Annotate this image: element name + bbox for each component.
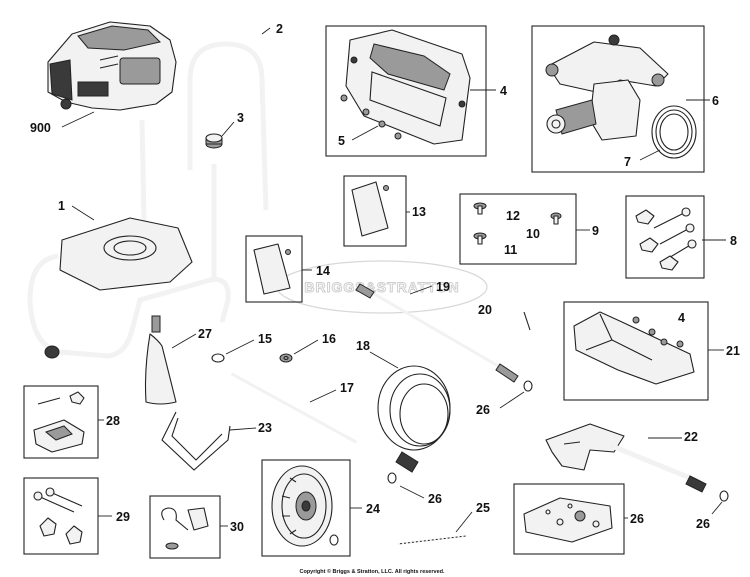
box-foot-28 bbox=[23, 385, 99, 459]
part-12-screw[interactable] bbox=[473, 202, 487, 215]
part-13-decal[interactable] bbox=[351, 181, 389, 237]
part-30-clip[interactable] bbox=[161, 507, 209, 550]
part-17-rod[interactable] bbox=[231, 372, 357, 444]
part-29-bolts-knobs[interactable] bbox=[33, 487, 83, 545]
callout-19[interactable]: 19 bbox=[436, 280, 450, 294]
part-6-pump[interactable] bbox=[545, 34, 669, 141]
part-19-lance[interactable] bbox=[355, 283, 519, 383]
box-oring-kit-26 bbox=[513, 483, 625, 555]
brand-watermark: BRIGGS&STRATTON bbox=[276, 260, 488, 314]
callout-6[interactable]: 6 bbox=[712, 94, 719, 108]
part-26-oring-gun[interactable] bbox=[719, 490, 729, 502]
callout-7[interactable]: 7 bbox=[624, 155, 631, 169]
callout-11[interactable]: 11 bbox=[504, 243, 517, 257]
part-900-engine[interactable] bbox=[47, 21, 177, 111]
box-bolts-29 bbox=[23, 477, 99, 555]
callout-30[interactable]: 30 bbox=[230, 520, 244, 534]
box-decal-14 bbox=[245, 235, 303, 303]
callout-29[interactable]: 29 bbox=[116, 510, 130, 524]
part-4-screws[interactable] bbox=[632, 316, 684, 348]
part-23-bracket[interactable] bbox=[161, 411, 231, 471]
callout-22[interactable]: 22 bbox=[684, 430, 698, 444]
part-5-screws[interactable] bbox=[340, 94, 402, 140]
part-10-screw[interactable] bbox=[550, 212, 562, 225]
callout-26-lance[interactable]: 26 bbox=[476, 403, 490, 417]
callout-23[interactable]: 23 bbox=[258, 421, 272, 435]
part-15-washer[interactable] bbox=[211, 353, 225, 363]
part-26-oring-lance[interactable] bbox=[523, 380, 533, 392]
box-guard-21 bbox=[563, 301, 709, 401]
box-clip-30 bbox=[149, 495, 221, 559]
part-21-guard[interactable] bbox=[573, 311, 695, 385]
callout-26-gun[interactable]: 26 bbox=[696, 517, 710, 531]
callout-16[interactable]: 16 bbox=[322, 332, 336, 346]
callout-28[interactable]: 28 bbox=[106, 414, 120, 428]
callout-14[interactable]: 14 bbox=[316, 264, 330, 278]
part-20-pin[interactable] bbox=[523, 311, 531, 331]
box-bolts-8 bbox=[625, 195, 705, 279]
part-7-hose-coil[interactable] bbox=[651, 105, 697, 159]
part-24-wheel[interactable] bbox=[271, 465, 339, 547]
part-18-hose[interactable] bbox=[377, 365, 451, 473]
part-3-cap[interactable] bbox=[205, 133, 223, 149]
callout-5[interactable]: 5 bbox=[338, 134, 345, 148]
part-26-oring-kit[interactable] bbox=[523, 497, 613, 543]
callout-21[interactable]: 21 bbox=[726, 344, 740, 358]
callout-24[interactable]: 24 bbox=[366, 502, 380, 516]
box-fasteners-9 bbox=[459, 193, 577, 265]
part-27-nozzle[interactable] bbox=[144, 315, 177, 405]
callout-900[interactable]: 900 bbox=[30, 121, 51, 135]
part-11-screw[interactable] bbox=[473, 232, 487, 245]
part-28-foot[interactable] bbox=[33, 391, 85, 453]
part-26-oring-hose[interactable] bbox=[387, 472, 397, 484]
box-control-panel bbox=[325, 25, 487, 157]
part-2-handle[interactable] bbox=[187, 41, 269, 211]
callout-2[interactable]: 2 bbox=[276, 22, 283, 36]
callout-4-top[interactable]: 4 bbox=[500, 84, 507, 98]
callout-15[interactable]: 15 bbox=[258, 332, 272, 346]
part-16-washer[interactable] bbox=[279, 353, 293, 363]
part-8-bolts[interactable] bbox=[635, 207, 697, 271]
callout-18[interactable]: 18 bbox=[356, 339, 370, 353]
callout-9[interactable]: 9 bbox=[592, 224, 599, 238]
part-1-frame[interactable] bbox=[27, 119, 231, 359]
callout-3[interactable]: 3 bbox=[237, 111, 244, 125]
callout-26-hose[interactable]: 26 bbox=[428, 492, 442, 506]
callout-26-kit[interactable]: 26 bbox=[630, 512, 644, 526]
box-decal-13 bbox=[343, 175, 407, 247]
callout-12[interactable]: 12 bbox=[506, 209, 520, 223]
callout-13[interactable]: 13 bbox=[412, 205, 426, 219]
callout-10[interactable]: 10 bbox=[526, 227, 540, 241]
callout-17[interactable]: 17 bbox=[340, 381, 354, 395]
callout-27[interactable]: 27 bbox=[198, 327, 212, 341]
part-25-axle-bolt[interactable] bbox=[397, 535, 467, 545]
callout-1[interactable]: 1 bbox=[58, 199, 65, 213]
part-22-spray-gun[interactable] bbox=[545, 423, 707, 493]
part-4-panel[interactable] bbox=[345, 29, 471, 145]
callout-20[interactable]: 20 bbox=[478, 303, 492, 317]
copyright-notice: Copyright © Briggs & Stratton, LLC. All … bbox=[299, 568, 445, 575]
callout-4-guard[interactable]: 4 bbox=[678, 311, 685, 325]
part-14-decal[interactable] bbox=[253, 243, 291, 295]
watermark-text: BRIGGS&STRATTON bbox=[304, 279, 459, 295]
callout-25[interactable]: 25 bbox=[476, 501, 490, 515]
box-pump bbox=[531, 25, 705, 173]
callout-8[interactable]: 8 bbox=[730, 234, 737, 248]
